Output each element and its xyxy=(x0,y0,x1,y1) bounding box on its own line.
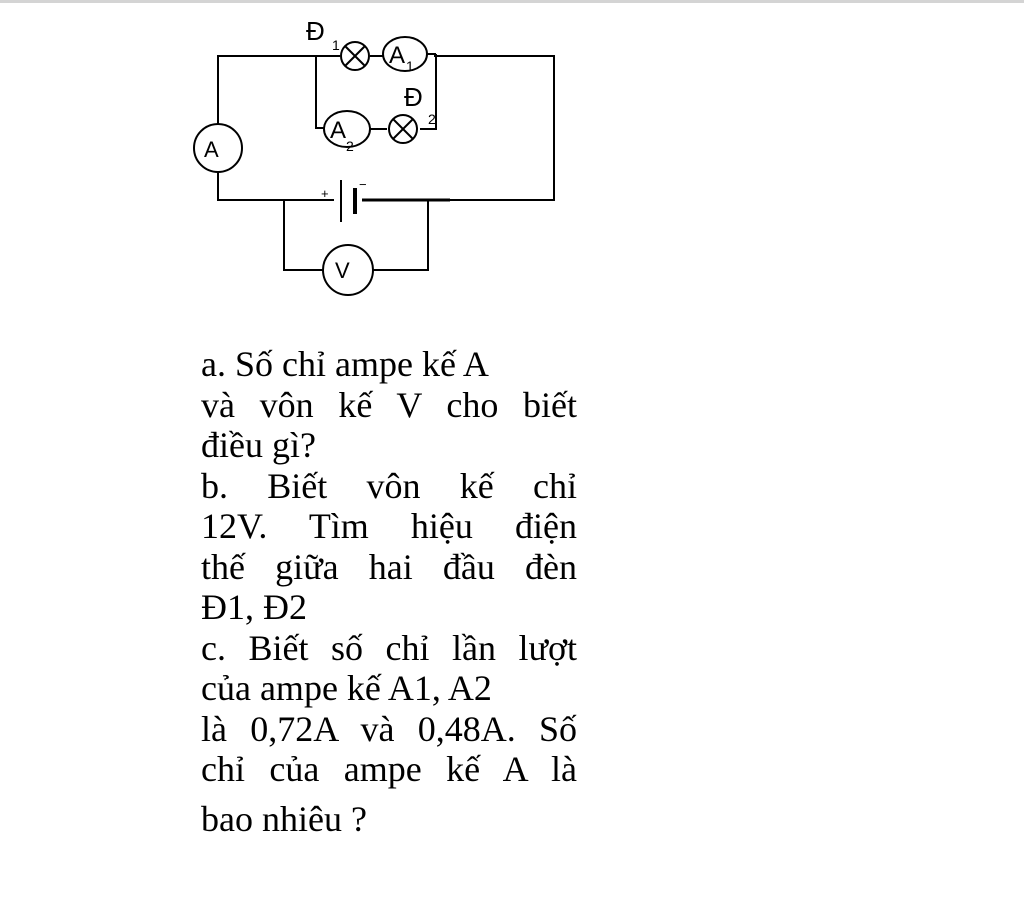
ammeter-a1 xyxy=(382,36,428,72)
lamp-d1 xyxy=(340,41,370,71)
question-c-line-1: c. Biết số chỉ lần lượt xyxy=(201,627,577,668)
question-b-line-2: 12V. Tìm hiệu điện xyxy=(201,506,577,546)
wire-left-top xyxy=(217,55,340,132)
lamp-d1-label: Đ xyxy=(306,16,325,46)
lamp-d2-label: Đ xyxy=(404,82,423,112)
wire-branch2-right xyxy=(420,54,437,130)
question-a-line-3: điều gì? xyxy=(201,425,316,465)
battery-minus-sign: − xyxy=(359,177,367,192)
ammeter-a2 xyxy=(323,110,371,148)
wire-voltmeter-left xyxy=(283,200,324,271)
question-c-line-5: bao nhiêu ? xyxy=(201,798,367,839)
wire-right xyxy=(434,55,555,201)
wire-voltmeter-right xyxy=(373,200,429,271)
question-a-line-1: a. Số chỉ ampe kế A xyxy=(201,344,489,384)
question-c-line-2: của ampe kế A1, A2 xyxy=(201,668,492,708)
question-c-line-3: là 0,72A và 0,48A. Số xyxy=(201,708,577,749)
ammeter-main xyxy=(193,123,243,173)
ammeter-a2-subscript: 2 xyxy=(346,138,354,154)
wire-left-bottom xyxy=(217,164,334,201)
ammeter-a1-label: A xyxy=(389,42,405,69)
battery-plus-sign: + xyxy=(321,186,329,201)
lamp-d2-subscript: 2 xyxy=(428,111,436,127)
battery xyxy=(340,180,357,222)
problem-text: a. Số chỉ ampe kế A và vôn kế V cho biết… xyxy=(201,344,577,844)
question-c-line-4: chỉ của ampe kế A là xyxy=(201,749,577,789)
question-b-line-3: thế giữa hai đầu đèn xyxy=(201,546,577,587)
lamp-d1-subscript: 1 xyxy=(332,37,340,53)
question-a-line-2: và vôn kế V cho biết xyxy=(201,384,577,425)
question-b-line-1: b. Biết vôn kế chỉ xyxy=(201,465,577,506)
voltmeter xyxy=(322,244,374,296)
wire-branch2-left xyxy=(315,56,324,129)
ammeter-a1-subscript: 1 xyxy=(406,58,414,74)
question-b-line-4: Đ1, Đ2 xyxy=(201,587,307,627)
lamp-d2 xyxy=(388,114,418,144)
top-border xyxy=(0,0,1024,3)
ammeter-a2-label: A xyxy=(330,117,346,144)
circuit-diagram: + − Đ 1 A 1 Đ 2 A 2 A V xyxy=(193,16,555,296)
voltmeter-label: V xyxy=(335,258,350,283)
ammeter-main-label: A xyxy=(204,137,219,162)
